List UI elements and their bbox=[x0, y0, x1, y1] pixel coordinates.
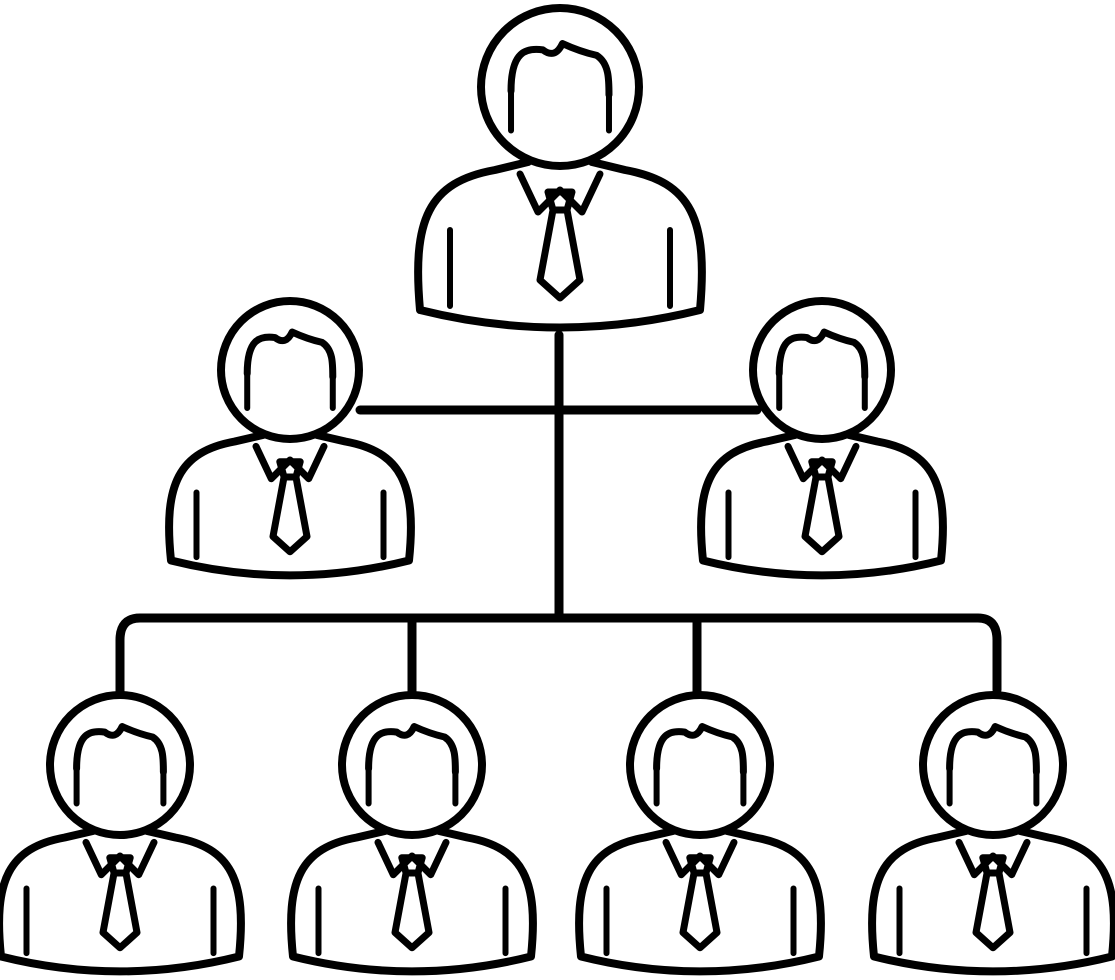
person-body bbox=[575, 827, 825, 976]
person-hair bbox=[73, 723, 167, 776]
person-arm-lines bbox=[603, 885, 797, 957]
person-face-lines bbox=[244, 370, 336, 411]
person-body bbox=[868, 827, 1115, 976]
person-p2-level-2 bbox=[165, 297, 415, 580]
person-hair bbox=[775, 328, 869, 381]
person-tie bbox=[801, 458, 843, 556]
person-body bbox=[414, 158, 706, 332]
person-hair bbox=[243, 328, 337, 381]
person-body bbox=[165, 431, 415, 580]
person-tie bbox=[536, 188, 584, 302]
person-head bbox=[919, 691, 1067, 839]
person-with-tie-icon bbox=[414, 4, 706, 332]
person-with-tie-icon bbox=[287, 691, 537, 976]
people-group bbox=[0, 4, 1115, 976]
person-arm-lines bbox=[725, 489, 919, 561]
person-tie bbox=[679, 854, 721, 952]
bottom-horizontal-line bbox=[115, 613, 1002, 699]
person-face-lines bbox=[508, 87, 612, 134]
person-hair bbox=[365, 723, 459, 776]
person-head bbox=[338, 691, 486, 839]
person-p3-level-2 bbox=[697, 297, 947, 580]
person-face-lines bbox=[776, 370, 868, 411]
person-with-tie-icon bbox=[697, 297, 947, 580]
person-body bbox=[697, 431, 947, 580]
person-head bbox=[477, 4, 643, 170]
person-tie bbox=[391, 854, 433, 952]
person-head bbox=[217, 297, 363, 443]
person-p6-level-3 bbox=[575, 691, 825, 976]
person-head bbox=[626, 691, 774, 839]
person-face-lines bbox=[365, 765, 459, 807]
person-body bbox=[0, 827, 245, 976]
person-arm-lines bbox=[896, 885, 1090, 957]
person-arm-lines bbox=[193, 489, 387, 561]
person-tie bbox=[99, 854, 141, 952]
person-hair bbox=[507, 40, 613, 99]
person-p1-level-1 bbox=[414, 4, 706, 332]
person-with-tie-icon bbox=[868, 691, 1115, 976]
person-tie bbox=[972, 854, 1014, 952]
person-head bbox=[749, 297, 895, 443]
person-tie bbox=[269, 458, 311, 556]
person-face-lines bbox=[653, 765, 747, 807]
person-face-lines bbox=[946, 765, 1040, 807]
person-head bbox=[46, 691, 194, 839]
person-with-tie-icon bbox=[0, 691, 245, 976]
person-arm-lines bbox=[447, 227, 673, 309]
person-with-tie-icon bbox=[165, 297, 415, 580]
person-with-tie-icon bbox=[575, 691, 825, 976]
person-body bbox=[287, 827, 537, 976]
person-hair bbox=[946, 723, 1040, 776]
person-face-lines bbox=[73, 765, 167, 807]
person-p4-level-3 bbox=[0, 691, 245, 976]
person-arm-lines bbox=[315, 885, 509, 957]
connector-lines bbox=[115, 330, 1002, 699]
person-p5-level-3 bbox=[287, 691, 537, 976]
person-hair bbox=[653, 723, 747, 776]
person-arm-lines bbox=[23, 885, 217, 957]
person-p7-level-3 bbox=[868, 691, 1115, 976]
